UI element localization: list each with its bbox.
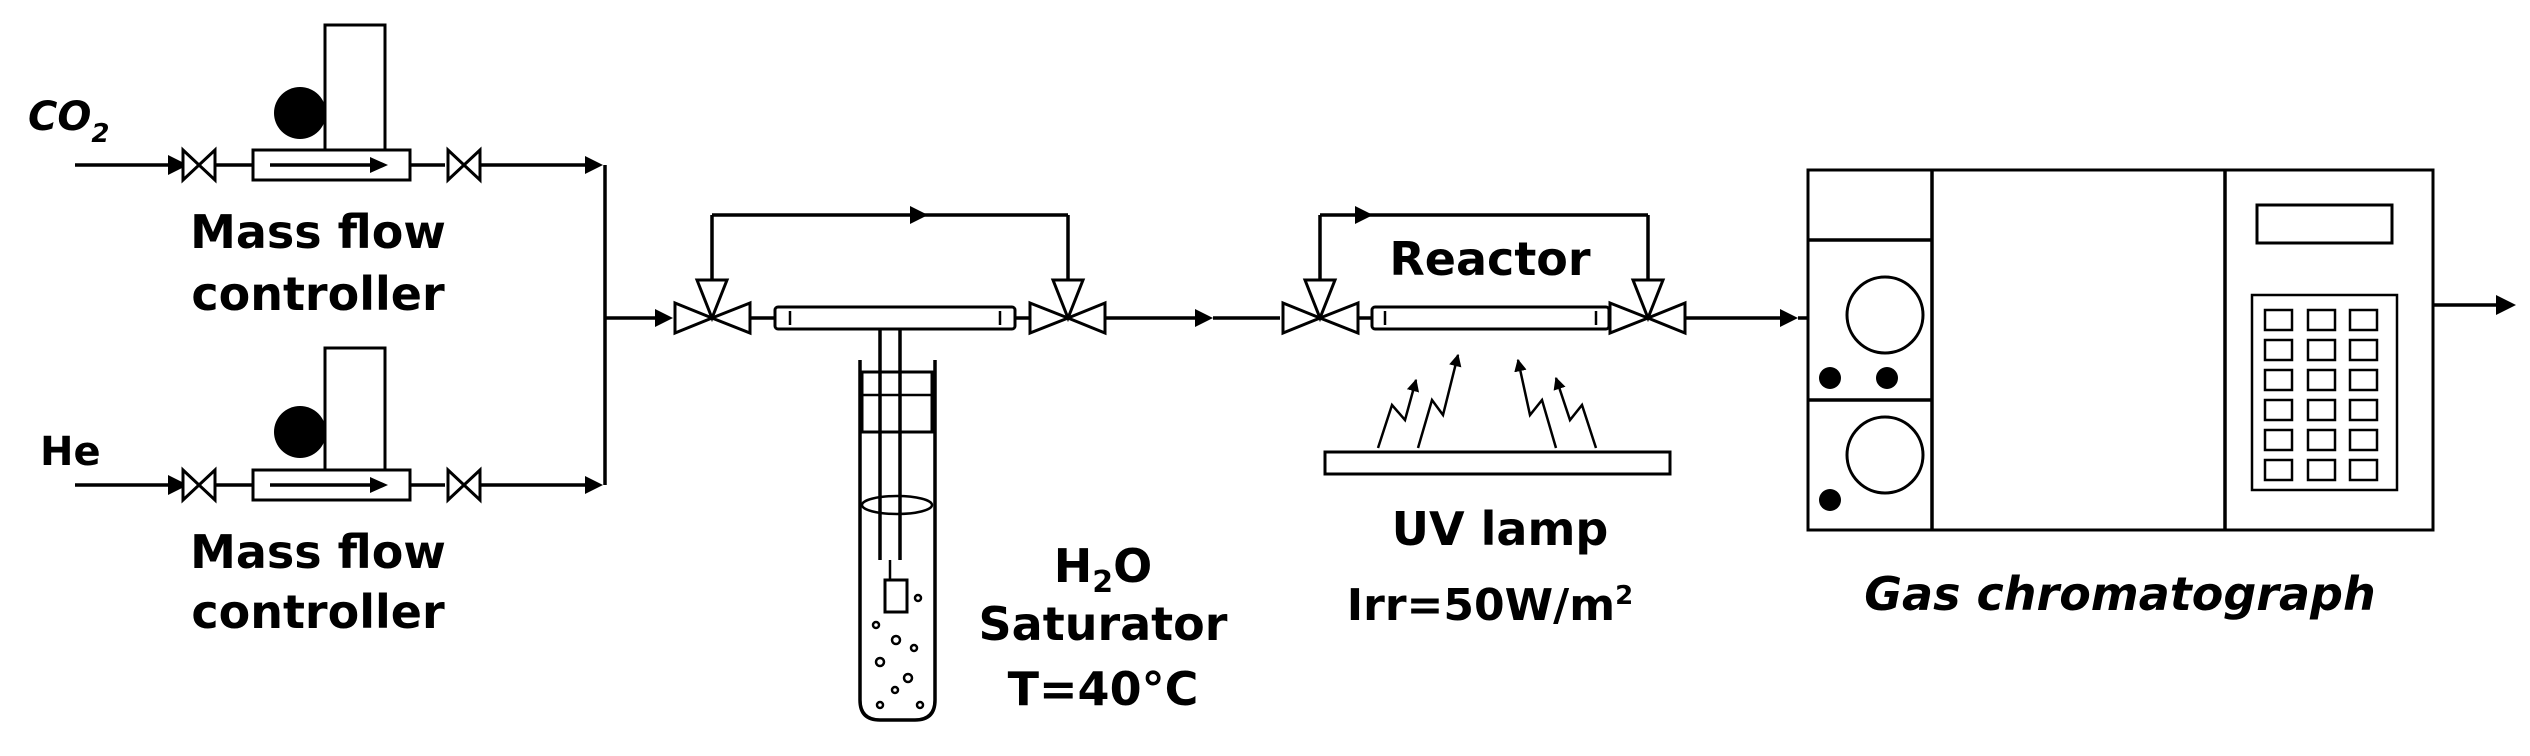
he-inlet-valve-icon bbox=[181, 466, 217, 504]
reactor-bypass-line bbox=[1318, 206, 1650, 280]
arrow-icon bbox=[585, 156, 603, 174]
mfc-top-label-line2: controller bbox=[191, 267, 445, 321]
saturator-three-way-valve-out-icon bbox=[1028, 278, 1107, 336]
saturator-h2o-label: H2O bbox=[1054, 539, 1152, 600]
reactor-tube-icon bbox=[1370, 305, 1611, 331]
co2-outlet-valve-icon bbox=[446, 146, 482, 184]
uv-rays-icon bbox=[1376, 353, 1598, 449]
mass-flow-controller-he-icon bbox=[251, 346, 412, 502]
he-label: He bbox=[40, 429, 101, 475]
outlet-arrow-icon bbox=[2496, 295, 2516, 315]
he-input-line bbox=[75, 475, 188, 495]
mfc-bottom-label-line1: Mass flow bbox=[190, 525, 446, 579]
uv-lamp-icon bbox=[1323, 450, 1672, 476]
uv-lamp-label: UV lamp bbox=[1392, 502, 1609, 556]
arrow-icon bbox=[585, 476, 603, 494]
gas-chromatograph-label: Gas chromatograph bbox=[1864, 567, 2375, 621]
saturator-label: Saturator bbox=[979, 597, 1228, 651]
mfc-top-label-line1: Mass flow bbox=[190, 205, 446, 259]
mfc-bottom-label-line2: controller bbox=[191, 585, 445, 639]
uv-irradiance-label: Irr=50W/m2 bbox=[1347, 580, 1633, 631]
co2-input-line bbox=[75, 155, 188, 175]
reactor-three-way-valve-out-icon bbox=[1608, 278, 1687, 336]
he-outlet-valve-icon bbox=[446, 466, 482, 504]
co2-label: CO2 bbox=[28, 94, 109, 149]
saturator-vessel-icon bbox=[773, 305, 1017, 722]
saturator-temperature-label: T=40°C bbox=[1008, 662, 1199, 716]
gas-chromatograph-icon bbox=[1806, 168, 2435, 532]
saturator-three-way-valve-in-icon bbox=[673, 278, 752, 336]
mass-flow-controller-co2-icon bbox=[251, 23, 412, 182]
saturator-bypass-line bbox=[710, 206, 1070, 280]
reactor-three-way-valve-in-icon bbox=[1281, 278, 1360, 336]
reactor-label: Reactor bbox=[1389, 232, 1591, 286]
keypad-icon bbox=[2263, 308, 2379, 482]
co2-inlet-valve-icon bbox=[181, 146, 217, 184]
